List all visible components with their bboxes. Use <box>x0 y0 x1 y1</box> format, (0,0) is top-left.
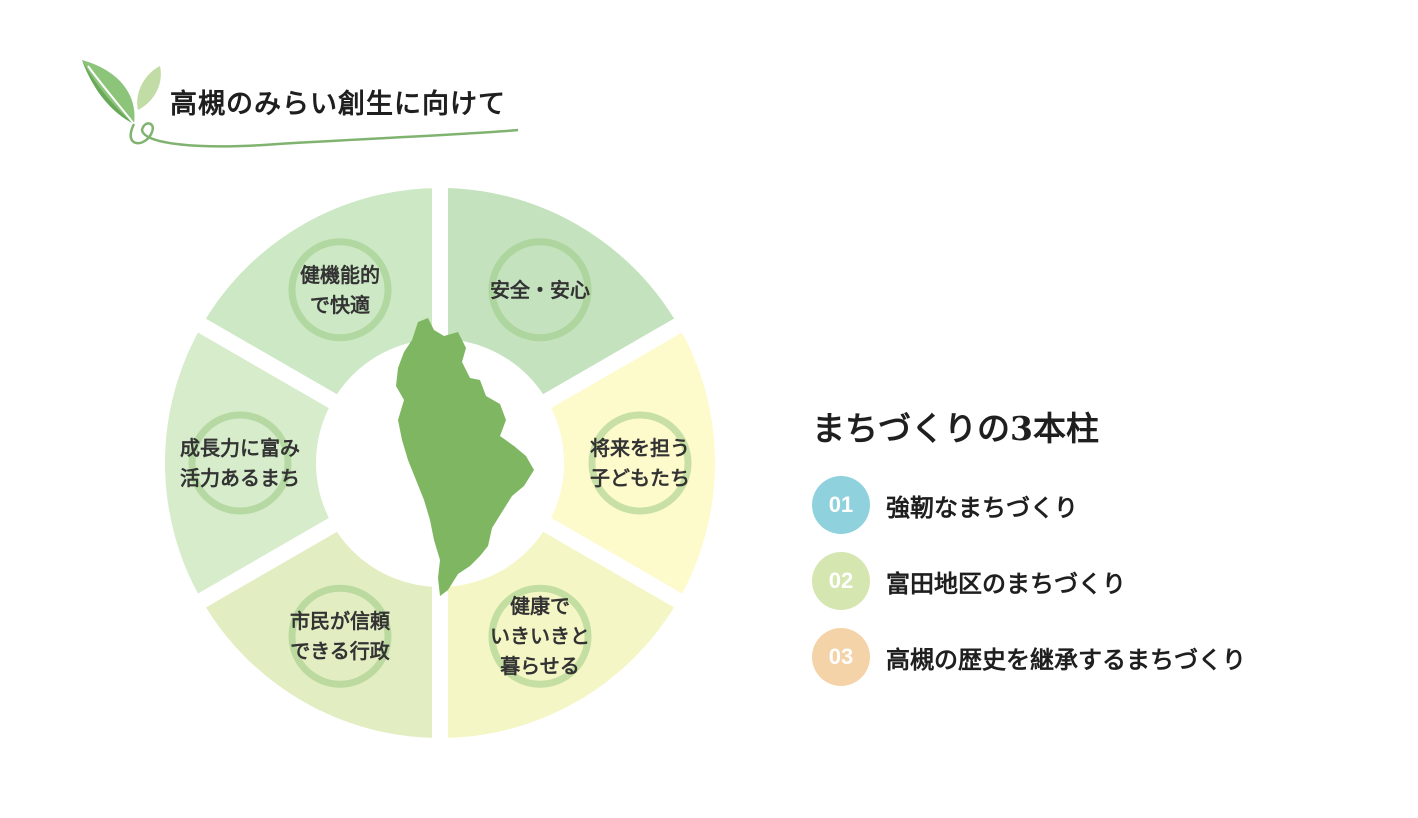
wheel-label-line: 成長力に富み <box>180 436 300 460</box>
city-hall-icon <box>288 584 392 688</box>
wheel-label-line: 市民が信頼 <box>290 609 390 634</box>
wheel-label-line: 将来を担う <box>590 436 690 460</box>
growth-chart-icon <box>188 411 292 515</box>
page-title: 高槻のみらい創生に向けて <box>170 89 506 120</box>
wheel-label-line: できる行政 <box>290 639 390 664</box>
leaf-icon <box>82 60 519 148</box>
people-circle-icon <box>288 238 392 342</box>
wheel-label-line: 子どもたち <box>590 466 690 490</box>
wheel-label-government: 市民が信頼できる行政 <box>240 606 440 666</box>
pillars-title: まちづくりの3本柱 <box>812 409 1099 448</box>
pillar-item: 03 高槻の歴史を継承するまちづくり <box>812 628 1372 686</box>
wheel-label-children: 将来を担う子どもたち <box>540 433 740 493</box>
pillar-number-badge: 03 <box>812 628 870 686</box>
pillar-label: 強靭なまちづくり <box>886 492 1078 522</box>
wheel-label-growth: 成長力に富み活力あるまち <box>140 433 340 493</box>
wheel-label-line: 安全・安心 <box>490 277 590 302</box>
wheel-label-line: で快適 <box>310 292 370 317</box>
wheel-label-line: 健機能的 <box>300 262 380 287</box>
wheel-label-comfort: 健機能的で快適 <box>240 260 440 320</box>
pillar-label: 高槻の歴史を継承するまちづくり <box>886 644 1246 674</box>
wheel-segment-children <box>424 310 731 616</box>
pillar-label: 富田地区のまちづくり <box>886 568 1126 598</box>
pillar-number-badge: 02 <box>812 552 870 610</box>
takatsuki-city-map-icon <box>396 318 534 596</box>
pillar-number-badge: 01 <box>812 476 870 534</box>
elderly-people-icon <box>488 584 592 688</box>
pillars-panel: まちづくりの3本柱 01 強靭なまちづくり 02 富田地区のまちづくり 03 高槻の歴史を… <box>812 402 1372 704</box>
heart-people-icon <box>488 238 592 342</box>
wheel-label-line: 健康で <box>510 594 570 619</box>
page-header: 高槻のみらい創生に向けて <box>78 58 538 158</box>
wheel-label-safety: 安全・安心 <box>440 275 640 305</box>
wheel-label-line: 暮らせる <box>500 654 580 679</box>
pillar-item: 02 富田地区のまちづくり <box>812 552 1372 610</box>
wheel-label-line: 活力あるまち <box>180 466 300 490</box>
wheel-svg <box>149 180 731 746</box>
wheel-label-health: 健康でいきいきと暮らせる <box>440 591 640 681</box>
children-icon <box>588 411 692 515</box>
wheel-diagram: 安全・安心将来を担う子どもたち健康でいきいきと暮らせる市民が信頼できる行政成長力… <box>140 180 740 746</box>
pillar-item: 01 強靭なまちづくり <box>812 476 1372 534</box>
wheel-label-line: いきいきと <box>490 624 590 649</box>
wheel-segment-growth <box>149 310 456 616</box>
pillar-list: 01 強靭なまちづくり 02 富田地区のまちづくり 03 高槻の歴史を継承するまちづくり <box>812 476 1372 686</box>
